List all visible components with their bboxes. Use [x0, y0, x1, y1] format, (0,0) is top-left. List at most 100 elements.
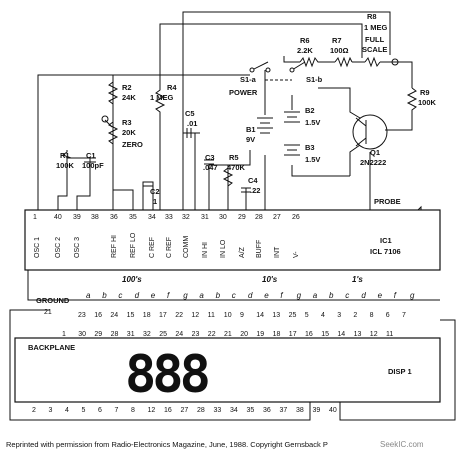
segment-label-7: a	[199, 291, 204, 300]
ic-pin-name-14: V-	[293, 251, 300, 258]
label-c5-val: .01	[187, 119, 197, 128]
disp-pin-top-20: 12	[370, 331, 378, 338]
label-zero: ZERO	[122, 140, 143, 149]
ic-bottom-pin-5: 17	[159, 312, 167, 319]
label-r7: R7	[332, 36, 342, 45]
segment-label-16: c	[345, 291, 349, 300]
disp-pin-top-6: 32	[143, 331, 151, 338]
label-r4-val: 1 MEG	[150, 93, 174, 102]
resistor-r8	[364, 56, 381, 68]
ic-pin-34: 34	[148, 214, 156, 221]
label-r2-val: 24K	[122, 93, 136, 102]
disp-pin-bottom-15: 37	[280, 407, 288, 414]
label-r8: R8	[367, 12, 377, 21]
label-r1-val: 100K	[56, 161, 75, 170]
ic-bottom-pin-20: 7	[402, 312, 406, 319]
segment-label-2: c	[118, 291, 122, 300]
wire-b23	[291, 95, 350, 177]
disp-pin-top-19: 13	[354, 331, 362, 338]
ic-bottom-pin-19: 6	[386, 312, 390, 319]
ic-pin-39: 39	[73, 214, 81, 221]
ic-pin-name-8: COMM	[183, 236, 190, 258]
disp-pin-bottom-13: 35	[247, 407, 255, 414]
ic-pin-name-7: C REF	[166, 237, 173, 258]
disp-pin-bottom-14: 36	[263, 407, 271, 414]
label-disp: DISP 1	[388, 367, 412, 376]
label-r2: R2	[122, 83, 132, 92]
ic-bottom-pin-6: 22	[175, 312, 183, 319]
label-q1-val: 2N2222	[360, 158, 386, 167]
transistor-q1	[352, 114, 388, 150]
label-r9: R9	[420, 88, 430, 97]
label-c3: C3	[205, 153, 215, 162]
disp-pin-top-9: 23	[192, 331, 200, 338]
resistor-r2	[107, 75, 119, 110]
label-r6-val: 2.2K	[297, 46, 313, 55]
label-r6: R6	[300, 36, 310, 45]
label-c3-val: .047	[203, 163, 218, 172]
label-backplane: BACKPLANE	[28, 343, 75, 352]
wire-left-rail	[37, 74, 250, 210]
label-c1: C1	[86, 151, 96, 160]
ic-bottom-pin-15: 4	[321, 312, 325, 319]
disp-pin-top-16: 16	[305, 331, 313, 338]
segment-label-11: e	[264, 291, 269, 300]
disp-pin-bottom-9: 27	[181, 407, 189, 414]
ic-bottom-pin-18: 8	[370, 312, 374, 319]
seven-segment-digits: 888	[125, 345, 209, 405]
capacitor-c3	[204, 159, 214, 165]
q1-body	[355, 117, 367, 147]
segment-label-5: f	[167, 291, 170, 300]
ic-bottom-pin-16: 3	[337, 312, 341, 319]
label-s1a: S1-a	[240, 75, 257, 84]
s1a-contact-2	[265, 67, 271, 73]
label-c2-val: 1	[153, 197, 157, 206]
label-r1: R1	[60, 151, 70, 160]
ic-bottom-pin-11: 14	[256, 312, 264, 319]
ic-pin-31: 31	[201, 214, 209, 221]
ic-pin-29: 29	[238, 214, 246, 221]
ic-pin-27: 27	[273, 214, 281, 221]
segment-label-4: e	[151, 291, 156, 300]
wire-right-loop	[339, 319, 456, 421]
label-r7-val: 100Ω	[330, 46, 349, 55]
resistor-r7	[334, 56, 353, 68]
label-b1-val: 9V	[246, 135, 255, 144]
disp-pin-bottom-0: 2	[32, 407, 36, 414]
disp-pin-bottom-17: 39	[313, 407, 321, 414]
segment-label-8: b	[216, 291, 221, 300]
wire-q1-base	[385, 112, 413, 131]
label-c5: C5	[185, 109, 195, 118]
ic-pin-35: 35	[129, 214, 137, 221]
disp-pin-top-12: 20	[240, 331, 248, 338]
display-box	[14, 337, 441, 403]
ic-pin-36: 36	[110, 214, 118, 221]
ic-bottom-pin-17: 2	[353, 312, 357, 319]
label-c4: C4	[248, 176, 258, 185]
label-b2: B2	[305, 106, 315, 115]
label-scale: SCALE	[362, 45, 387, 54]
disp-pin-top-8: 24	[175, 331, 183, 338]
disp-pin-bottom-3: 5	[82, 407, 86, 414]
disp-pin-bottom-5: 7	[115, 407, 119, 414]
disp-pin-bottom-7: 12	[148, 407, 156, 414]
ic-pin-28: 28	[255, 214, 263, 221]
segment-label-10: d	[248, 291, 253, 300]
label-tens: 10's	[262, 275, 278, 284]
wire-r1	[57, 158, 68, 210]
wire-c3-top	[208, 150, 251, 210]
r3-wiper	[104, 119, 113, 128]
wire-ground	[27, 270, 440, 301]
ic-pin-26: 26	[292, 214, 300, 221]
ic-pin-1: 1	[33, 214, 37, 221]
capacitor-c5	[186, 128, 192, 138]
switch-s1b	[291, 61, 306, 71]
disp-pin-top-5: 31	[127, 331, 135, 338]
r8-adjust-icon	[391, 58, 399, 66]
ic-bottom-pin-7: 12	[191, 312, 199, 319]
